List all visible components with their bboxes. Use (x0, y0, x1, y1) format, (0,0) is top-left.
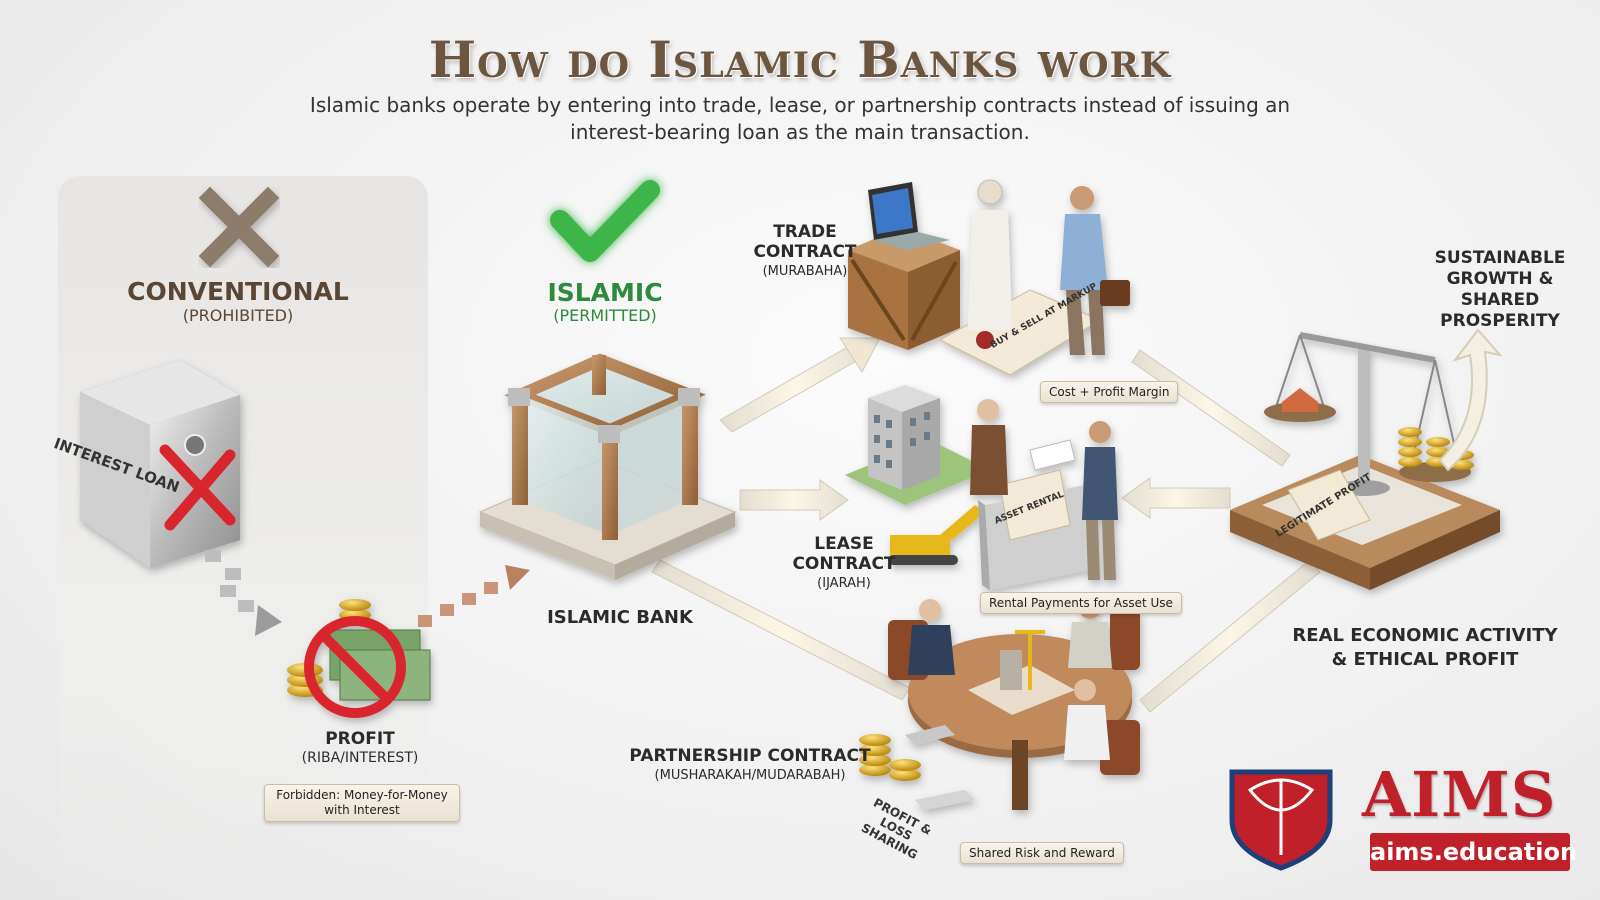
check-mark-icon (550, 180, 660, 262)
lease-contract-illustration (845, 385, 1118, 590)
ethical-profit-illustration (1230, 332, 1500, 590)
profit-sub: (RIBA/INTEREST) (301, 750, 419, 766)
page-title: How do Islamic Banks work (428, 30, 1172, 89)
lease-contract-sub: (IJARAH) (817, 576, 871, 591)
partnership-contract-label: PARTNERSHIP CONTRACT (629, 746, 871, 766)
profit-label: PROFIT (325, 729, 395, 749)
partnership-contract-illustration (859, 597, 1140, 810)
conventional-status: (PROHIBITED) (182, 306, 294, 325)
partnership-contract-sub: (MUSHARAKAH/MUDARABAH) (654, 768, 846, 783)
lease-contract-label: LEASE CONTRACT (792, 534, 896, 574)
cross-mark-icon (198, 186, 280, 268)
bank-pathways (651, 337, 1321, 713)
partnership-tag: Shared Risk and Reward (960, 842, 1124, 864)
trade-contract-sub: (MURABAHA) (762, 264, 848, 279)
islamic-status: (PERMITTED) (553, 306, 657, 325)
islamic-bank-label: ISLAMIC BANK (547, 607, 693, 628)
growth-arrow-icon (1438, 328, 1503, 472)
safe-icon (80, 360, 240, 568)
trade-contract-label: TRADE CONTRACT (753, 222, 857, 262)
riba-flow-steps (205, 550, 282, 636)
conventional-label: CONVENTIONAL (127, 277, 349, 306)
profit-to-bank-steps (418, 565, 530, 627)
aims-shield-icon (1229, 769, 1333, 871)
lease-tag: Rental Payments for Asset Use (980, 592, 1182, 614)
page-subtitle: Islamic banks operate by entering into t… (309, 93, 1291, 144)
growth-label: SUSTAINABLE GROWTH & SHARED PROSPERITY (1434, 248, 1566, 331)
trade-tag: Cost + Profit Margin (1040, 381, 1179, 403)
trade-contract-illustration (848, 179, 1130, 376)
activity-label: REAL ECONOMIC ACTIVITY & ETHICAL PROFIT (1292, 625, 1558, 670)
riba-money-icon (287, 599, 431, 718)
forbidden-tag: Forbidden: Money-for-Money with Interest (264, 784, 460, 822)
aims-logo: AIMS (1362, 758, 1557, 831)
aims-site-link[interactable]: aims.education (1370, 833, 1577, 871)
islamic-bank-icon (478, 353, 737, 580)
islamic-label: ISLAMIC (547, 278, 663, 307)
